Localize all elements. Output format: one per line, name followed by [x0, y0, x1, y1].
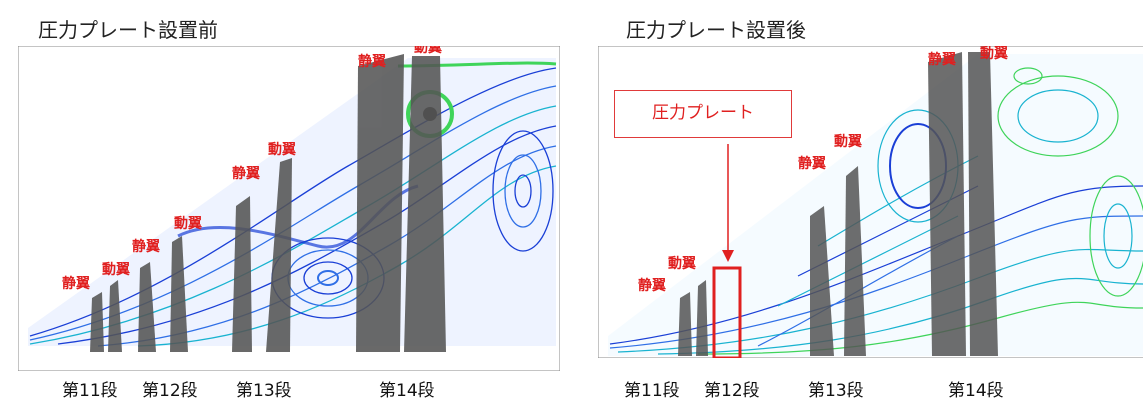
blade-label: 動翼	[102, 261, 130, 278]
blade-label: 静翼	[798, 155, 826, 172]
stage-label: 第12段	[704, 381, 760, 401]
pressure-plate-highlight	[712, 266, 742, 358]
blade-label: 静翼	[232, 165, 260, 182]
pressure-plate-callout: 圧力プレート	[614, 90, 792, 138]
blades	[90, 54, 446, 352]
blade-label: 静翼	[638, 277, 666, 294]
stage-label: 第12段	[142, 381, 198, 401]
blade-label: 静翼	[132, 238, 160, 255]
stage-label: 第13段	[808, 381, 864, 401]
panel-title-after: 圧力プレート設置後	[626, 18, 806, 42]
blade-label: 静翼	[62, 275, 90, 292]
blade-label: 動翼	[834, 133, 862, 150]
stage-label: 第13段	[236, 381, 292, 401]
stage-label: 第14段	[379, 381, 435, 401]
blade-label: 動翼	[414, 46, 442, 56]
blade-label: 静翼	[358, 53, 386, 70]
flow-diagram-before: 静翼 動翼 静翼 動翼 静翼 動翼 静翼 動翼	[18, 46, 560, 371]
blade-label: 動翼	[980, 46, 1008, 62]
stage-label: 第14段	[948, 381, 1004, 401]
stage-label: 第11段	[62, 381, 118, 401]
flow-domain	[608, 54, 1143, 356]
stage-label: 第11段	[624, 381, 680, 401]
blades	[678, 52, 998, 356]
blade-label: 動翼	[668, 255, 696, 272]
callout-arrowhead	[722, 250, 734, 262]
blade-label: 動翼	[174, 215, 202, 232]
blade-label: 動翼	[268, 141, 296, 158]
blade-label: 静翼	[928, 51, 956, 68]
panel-title-before: 圧力プレート設置前	[38, 18, 218, 42]
